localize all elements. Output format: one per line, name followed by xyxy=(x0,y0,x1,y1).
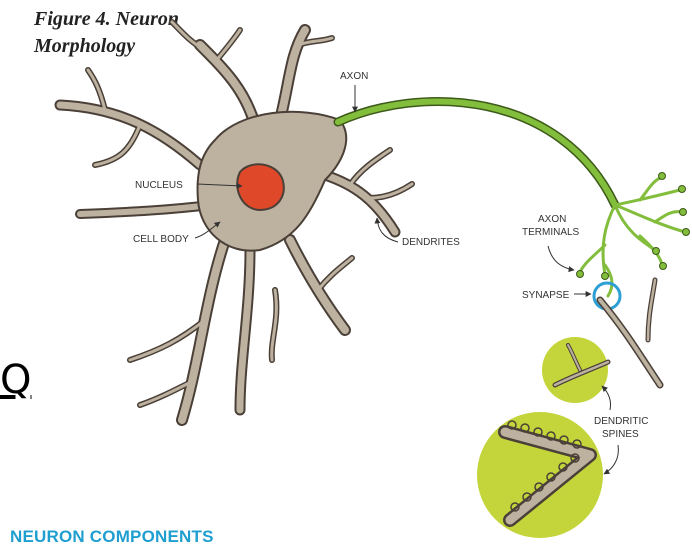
axon-terminals-label-line-2: TERMINALS xyxy=(522,227,580,238)
terminal-boutons xyxy=(577,173,690,280)
small-spine-circle xyxy=(542,337,608,403)
dendritic-spines-label-line-2: SPINES xyxy=(602,429,639,440)
axon-label: AXON xyxy=(340,71,368,82)
cell-body-label: CELL BODY xyxy=(133,234,189,245)
axon-terminals-label-line-1: AXON xyxy=(538,214,566,225)
large-spine-circle xyxy=(477,412,603,538)
dendritic-spines-label-group: DENDRITIC SPINES xyxy=(594,386,648,474)
nucleus-label: NUCLEUS xyxy=(135,180,183,191)
dendrites-label: DENDRITES xyxy=(402,237,460,248)
nucleus-shape xyxy=(237,164,284,210)
synapse-label: SYNAPSE xyxy=(522,290,570,301)
axon xyxy=(338,101,615,205)
dendritic-spines-label-line-1: DENDRITIC xyxy=(594,416,648,427)
axon-terminals-label-group: AXON TERMINALS xyxy=(522,214,580,270)
axon-terminals xyxy=(580,178,685,296)
axon-label-group: AXON xyxy=(340,71,368,112)
neuron-components-heading: NEURON COMPONENTS xyxy=(10,527,214,547)
synapse-label-group: SYNAPSE xyxy=(522,290,591,301)
